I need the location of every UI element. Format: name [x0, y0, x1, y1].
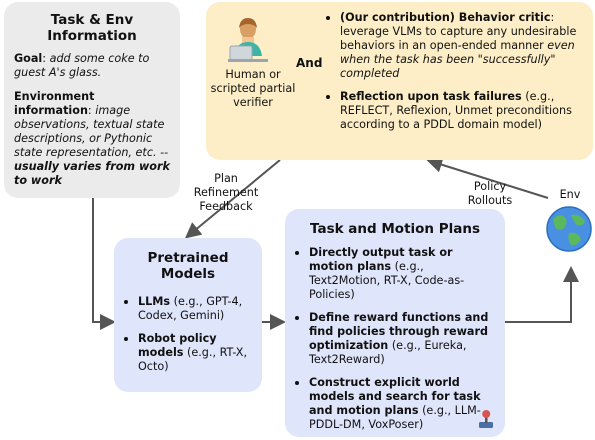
person-at-laptop-icon [228, 18, 268, 62]
verifier-caption: Human or scripted partial verifier [210, 68, 296, 109]
plans-item-world: Construct explicit world models and sear… [309, 375, 495, 432]
joystick-icon [479, 410, 493, 428]
arrow-plans-to-env [505, 266, 579, 323]
reward-bold: Define reward functions and find policie… [309, 311, 489, 352]
plans-title: Task and Motion Plans [309, 221, 481, 237]
globe-icon [546, 206, 592, 252]
info-title: Task & Env Information [47, 12, 137, 44]
world-text: (e.g., LLM-PDDL-DM, VoxPoser) [309, 404, 481, 431]
world-bold: Construct explicit world models and sear… [309, 376, 481, 417]
plans-item-direct: Directly output task or motion plans (e.… [309, 245, 495, 302]
models-title: Pretrained Models [147, 250, 229, 282]
reflection-bold: Reflection upon task failures [340, 90, 522, 103]
models-item-robot: Robot policy models (e.g., RT-X, Octo) [138, 331, 252, 374]
arrow-info-to-models [92, 198, 116, 330]
verifier-box: Human or scripted partial verifier And (… [206, 2, 593, 160]
pretrained-models-box: Pretrained Models LLMs (e.g., GPT-4, Cod… [114, 238, 262, 392]
robot-text: (e.g., RT-X, Octo) [138, 346, 248, 373]
robot-bold: Robot policy models [138, 332, 217, 359]
behavior-critic-text: : leverage VLMs to capture any undesirab… [340, 11, 577, 52]
direct-text: (e.g., Text2Motion, RT-X, Code-as-Polici… [309, 260, 465, 301]
goal-text: add some coke to guest A's glass. [14, 52, 150, 79]
behavior-critic-bold: (Our contribution) Behavior critic [340, 11, 551, 24]
critic-list: (Our contribution) Behavior critic: leve… [326, 10, 584, 140]
env-block: Environment information: image observati… [14, 90, 170, 187]
env-info-bold: usually varies from work to work [14, 160, 170, 187]
reflection-text: (e.g., REFLECT, Reflexion, Unmet precond… [340, 90, 572, 131]
models-item-llms: LLMs (e.g., GPT-4, Codex, Gemini) [138, 294, 252, 323]
goal-block: Goal: add some coke to guest A's glass. [14, 52, 150, 79]
feedback-label: Plan Refinement Feedback [193, 172, 259, 213]
llms-bold: LLMs [138, 295, 171, 308]
critic-item-reflection: Reflection upon task failures (e.g., REF… [340, 89, 584, 132]
task-motion-plans-box: Task and Motion Plans Directly output ta… [285, 209, 505, 437]
reward-text: (e.g., Eureka, Text2Reward) [309, 339, 467, 366]
goal-label: Goal [14, 52, 43, 65]
task-env-info-box: Task & Env Information Goal: add some co… [4, 2, 180, 198]
direct-bold: Directly output task or motion plans [309, 246, 453, 273]
env-info-text: image observations, textual state descri… [14, 104, 169, 159]
rollouts-label: Policy Rollouts [467, 180, 513, 207]
env-info-label: Environment information [14, 90, 95, 117]
arrow-rollouts [426, 156, 549, 199]
behavior-critic-italic: even when the task has been "successfull… [340, 39, 575, 80]
plans-item-reward: Define reward functions and find policie… [309, 310, 495, 367]
llms-text: (e.g., GPT-4, Codex, Gemini) [138, 295, 243, 322]
arrow-feedback [184, 159, 281, 239]
and-label: And [296, 56, 323, 70]
env-label: Env [559, 188, 581, 201]
critic-item-behavior: (Our contribution) Behavior critic: leve… [340, 10, 584, 81]
